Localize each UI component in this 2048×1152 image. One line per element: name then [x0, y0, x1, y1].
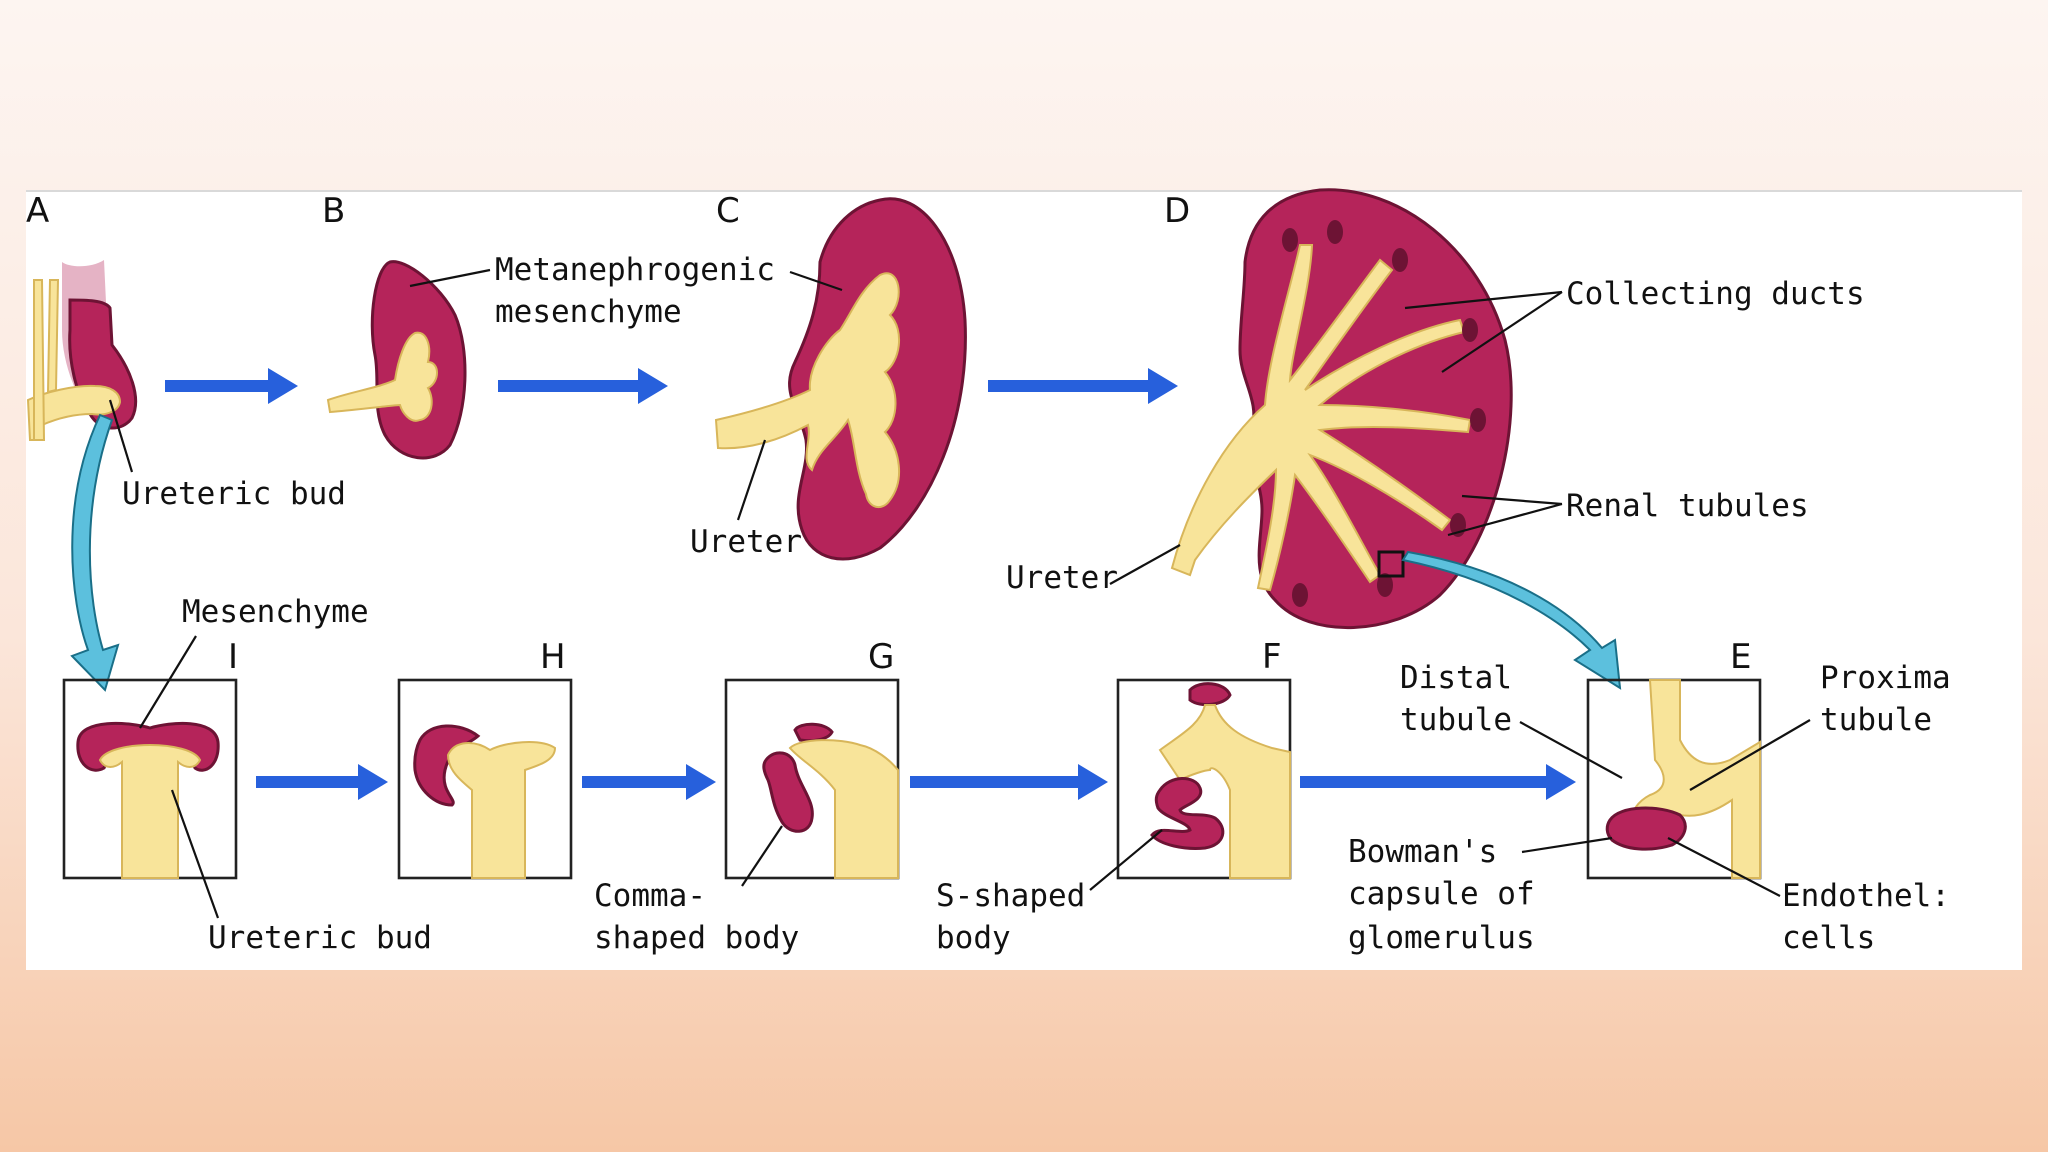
stage-letter-e: E [1730, 637, 1751, 677]
label-ureteric-bud-top: Ureteric bud [122, 476, 346, 512]
stage-d-illustration [1170, 188, 1513, 630]
label-bowman-line2: capsule of [1348, 876, 1535, 912]
stage-letter-a: A [26, 191, 49, 231]
stage-a-illustration [26, 260, 137, 441]
stage-letter-g: G [868, 637, 894, 677]
stage-g-box [724, 678, 900, 880]
label-distal-line2: tubule [1400, 702, 1512, 738]
stage-h-box [397, 678, 573, 880]
label-bowman-line1: Bowman's [1348, 834, 1497, 870]
leader-lines [108, 268, 1811, 919]
stage-b-illustration [326, 260, 467, 460]
stage-letter-h: H [540, 637, 566, 677]
label-comma-line2: shaped body [594, 920, 799, 956]
stage-f-box [1116, 678, 1292, 880]
stage-letter-f: F [1262, 637, 1282, 677]
label-s-shaped-line2: body [936, 920, 1011, 956]
stage-letter-b: B [322, 191, 345, 231]
label-proximal-line1: Proxima [1820, 660, 1951, 696]
stage-letter-c: C [716, 191, 740, 231]
stage-c-illustration [714, 197, 967, 561]
label-metanephrogenic-line2: mesenchyme [495, 294, 682, 330]
zoom-arrow-d-to-e [1401, 550, 1622, 690]
label-proximal-line2: tubule [1820, 702, 1932, 738]
label-bowman-line3: glomerulus [1348, 920, 1535, 956]
stage-letter-i: I [228, 637, 238, 677]
label-ureter-c: Ureter [690, 524, 802, 560]
label-collecting-ducts: Collecting ducts [1566, 276, 1865, 312]
zoom-box-marker [1377, 550, 1405, 578]
stage-letter-d: D [1164, 191, 1190, 231]
flow-arrows-bottom [256, 764, 1576, 800]
label-ureteric-bud-bottom: Ureteric bud [208, 920, 432, 956]
label-mesenchyme: Mesenchyme [182, 594, 369, 630]
label-metanephrogenic-line1: Metanephrogenic [495, 252, 775, 288]
label-distal-line1: Distal [1400, 660, 1512, 696]
label-ureter-d: Ureter [1006, 560, 1118, 596]
stage-i-box [62, 678, 238, 880]
diagram-panel [26, 190, 2022, 970]
label-endothelial-line2: cells [1782, 920, 1875, 956]
label-s-shaped-line1: S-shaped [936, 878, 1085, 914]
label-renal-tubules: Renal tubules [1566, 488, 1809, 524]
stage-e-box [1586, 678, 1762, 880]
label-endothelial-line1: Endothel: [1782, 878, 1950, 914]
label-comma-line1: Comma- [594, 878, 706, 914]
zoom-arrow-a-to-i [70, 413, 120, 692]
flow-arrows-top [165, 368, 1178, 404]
